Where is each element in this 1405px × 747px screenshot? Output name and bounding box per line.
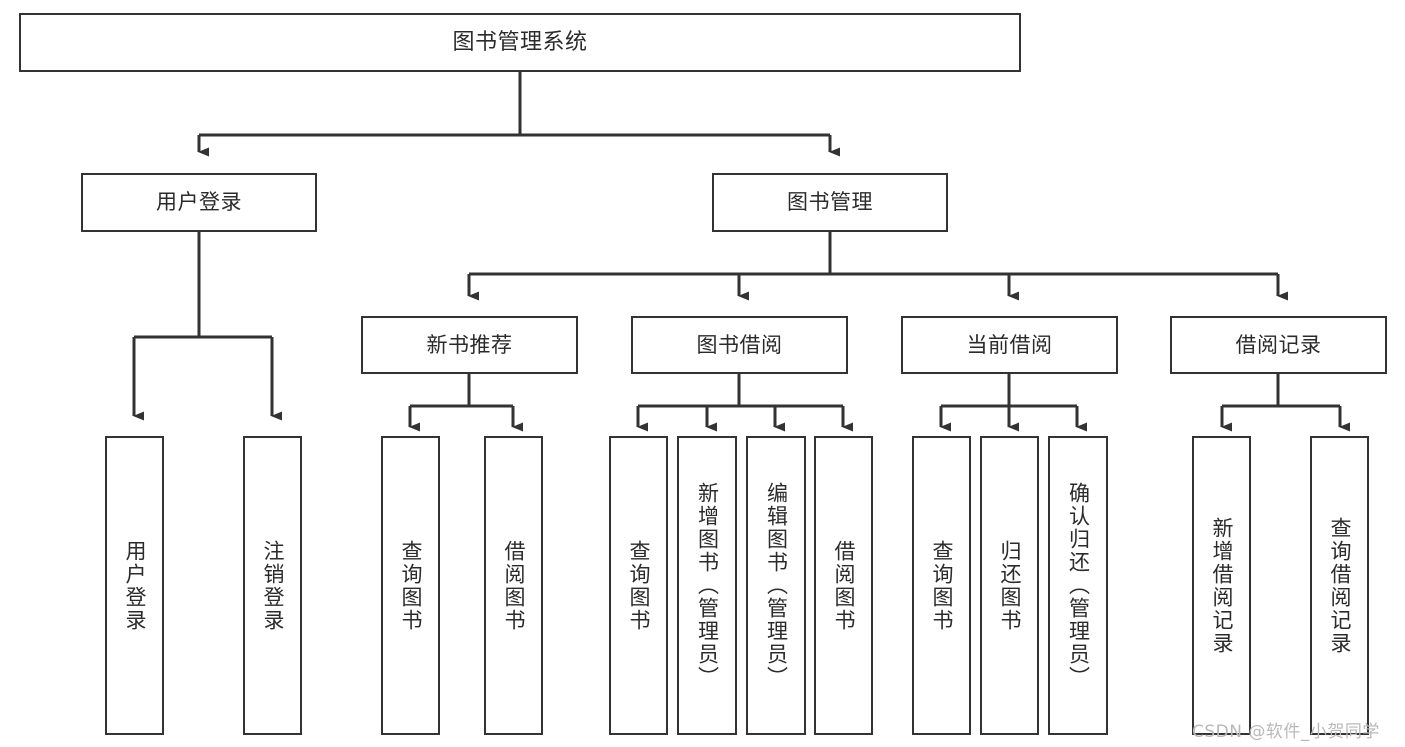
leaf-borrow-record-add[interactable]: 新增借阅记录 [1192, 436, 1251, 735]
leaf-book-borrow-edit-label: 编辑图书（管理员） [764, 482, 789, 689]
leaf-current-borrow-confirm-return-label: 确认归还（管理员） [1066, 482, 1091, 689]
leaf-book-borrow-borrow[interactable]: 借阅图书 [814, 436, 873, 735]
leaf-user-login-signout[interactable]: 注销登录 [243, 436, 302, 735]
leaf-new-book-borrow[interactable]: 借阅图书 [484, 436, 543, 735]
node-book-manage-label: 图书管理 [787, 190, 873, 215]
node-root-system-label: 图书管理系统 [452, 29, 588, 55]
leaf-book-borrow-add-label: 新增图书（管理员） [695, 482, 720, 689]
leaf-current-borrow-query[interactable]: 查询图书 [912, 436, 971, 735]
leaf-new-book-borrow-label: 借阅图书 [502, 539, 526, 632]
leaf-new-book-query[interactable]: 查询图书 [381, 436, 440, 735]
leaf-user-login-signout-label: 注销登录 [261, 539, 285, 632]
node-book-borrow[interactable]: 图书借阅 [631, 316, 848, 374]
leaf-borrow-record-query-label: 查询借阅记录 [1328, 516, 1352, 655]
node-new-book-recommend[interactable]: 新书推荐 [361, 316, 578, 374]
leaf-borrow-record-add-label: 新增借阅记录 [1210, 516, 1234, 655]
node-new-book-recommend-label: 新书推荐 [426, 332, 513, 357]
leaf-book-borrow-edit[interactable]: 编辑图书（管理员） [746, 436, 806, 735]
leaf-book-borrow-borrow-label: 借阅图书 [832, 539, 856, 632]
node-user-login[interactable]: 用户登录 [81, 173, 317, 232]
node-book-manage[interactable]: 图书管理 [712, 173, 948, 232]
node-book-borrow-label: 图书借阅 [696, 332, 783, 357]
leaf-current-borrow-confirm-return[interactable]: 确认归还（管理员） [1048, 436, 1108, 735]
node-current-borrow-label: 当前借阅 [966, 332, 1053, 357]
leaf-current-borrow-return[interactable]: 归还图书 [980, 436, 1039, 735]
node-user-login-label: 用户登录 [156, 190, 242, 215]
leaf-current-borrow-query-label: 查询图书 [930, 539, 954, 632]
leaf-current-borrow-return-label: 归还图书 [998, 539, 1022, 632]
leaf-borrow-record-query[interactable]: 查询借阅记录 [1310, 436, 1369, 735]
leaf-user-login-signin-label: 用户登录 [123, 539, 147, 632]
leaf-user-login-signin[interactable]: 用户登录 [105, 436, 164, 735]
csdn-watermark: CSDN @软件_小贺同学 [1192, 722, 1380, 742]
node-borrow-record-label: 借阅记录 [1235, 332, 1322, 357]
leaf-new-book-query-label: 查询图书 [399, 539, 423, 632]
node-borrow-record[interactable]: 借阅记录 [1170, 316, 1387, 374]
node-current-borrow[interactable]: 当前借阅 [901, 316, 1118, 374]
leaf-book-borrow-query[interactable]: 查询图书 [609, 436, 668, 735]
leaf-book-borrow-add[interactable]: 新增图书（管理员） [677, 436, 737, 735]
node-root-system[interactable]: 图书管理系统 [19, 13, 1021, 72]
leaf-book-borrow-query-label: 查询图书 [627, 539, 651, 632]
